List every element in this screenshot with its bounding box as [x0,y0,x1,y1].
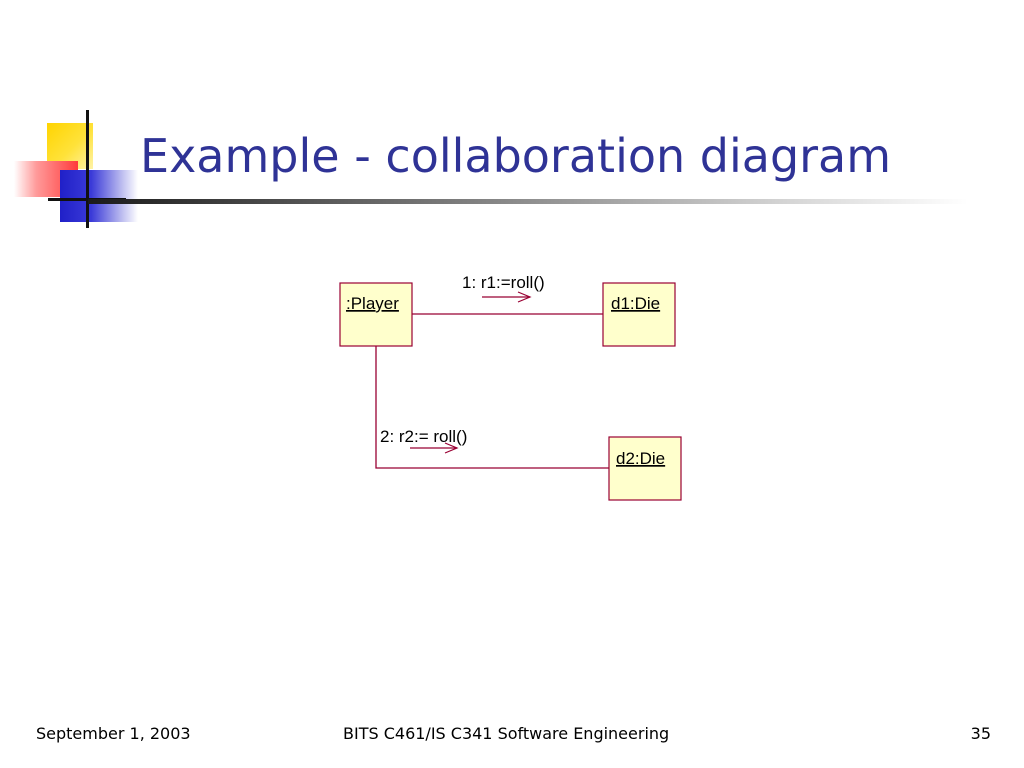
logo-blue-square [60,170,138,222]
object-d2-die-label: d2:Die [616,449,665,468]
object-d1-die: d1:Die [602,282,676,347]
link-player-d2 [375,346,609,469]
message-arrow-2 [410,442,459,454]
title-underline-rule [88,199,968,204]
object-d1-die-label: d1:Die [611,294,660,313]
message-arrow-1 [482,291,532,303]
logo-vertical-line [86,110,89,228]
object-player: :Player [339,282,413,347]
message-label-1: 1: r1:=roll() [462,273,545,292]
footer-page-number: 35 [970,724,991,743]
message-label-2: 2: r2:= roll() [380,427,467,446]
footer-date: September 1, 2003 [36,724,191,743]
object-d2-die: d2:Die [608,436,682,501]
logo-horizontal-line [48,198,126,201]
slide-logo-decoration [0,100,140,230]
slide-title: Example - collaboration diagram [140,129,892,183]
footer-course-title: BITS C461/IS C341 Software Engineering [343,724,670,743]
object-player-label: :Player [346,294,399,313]
